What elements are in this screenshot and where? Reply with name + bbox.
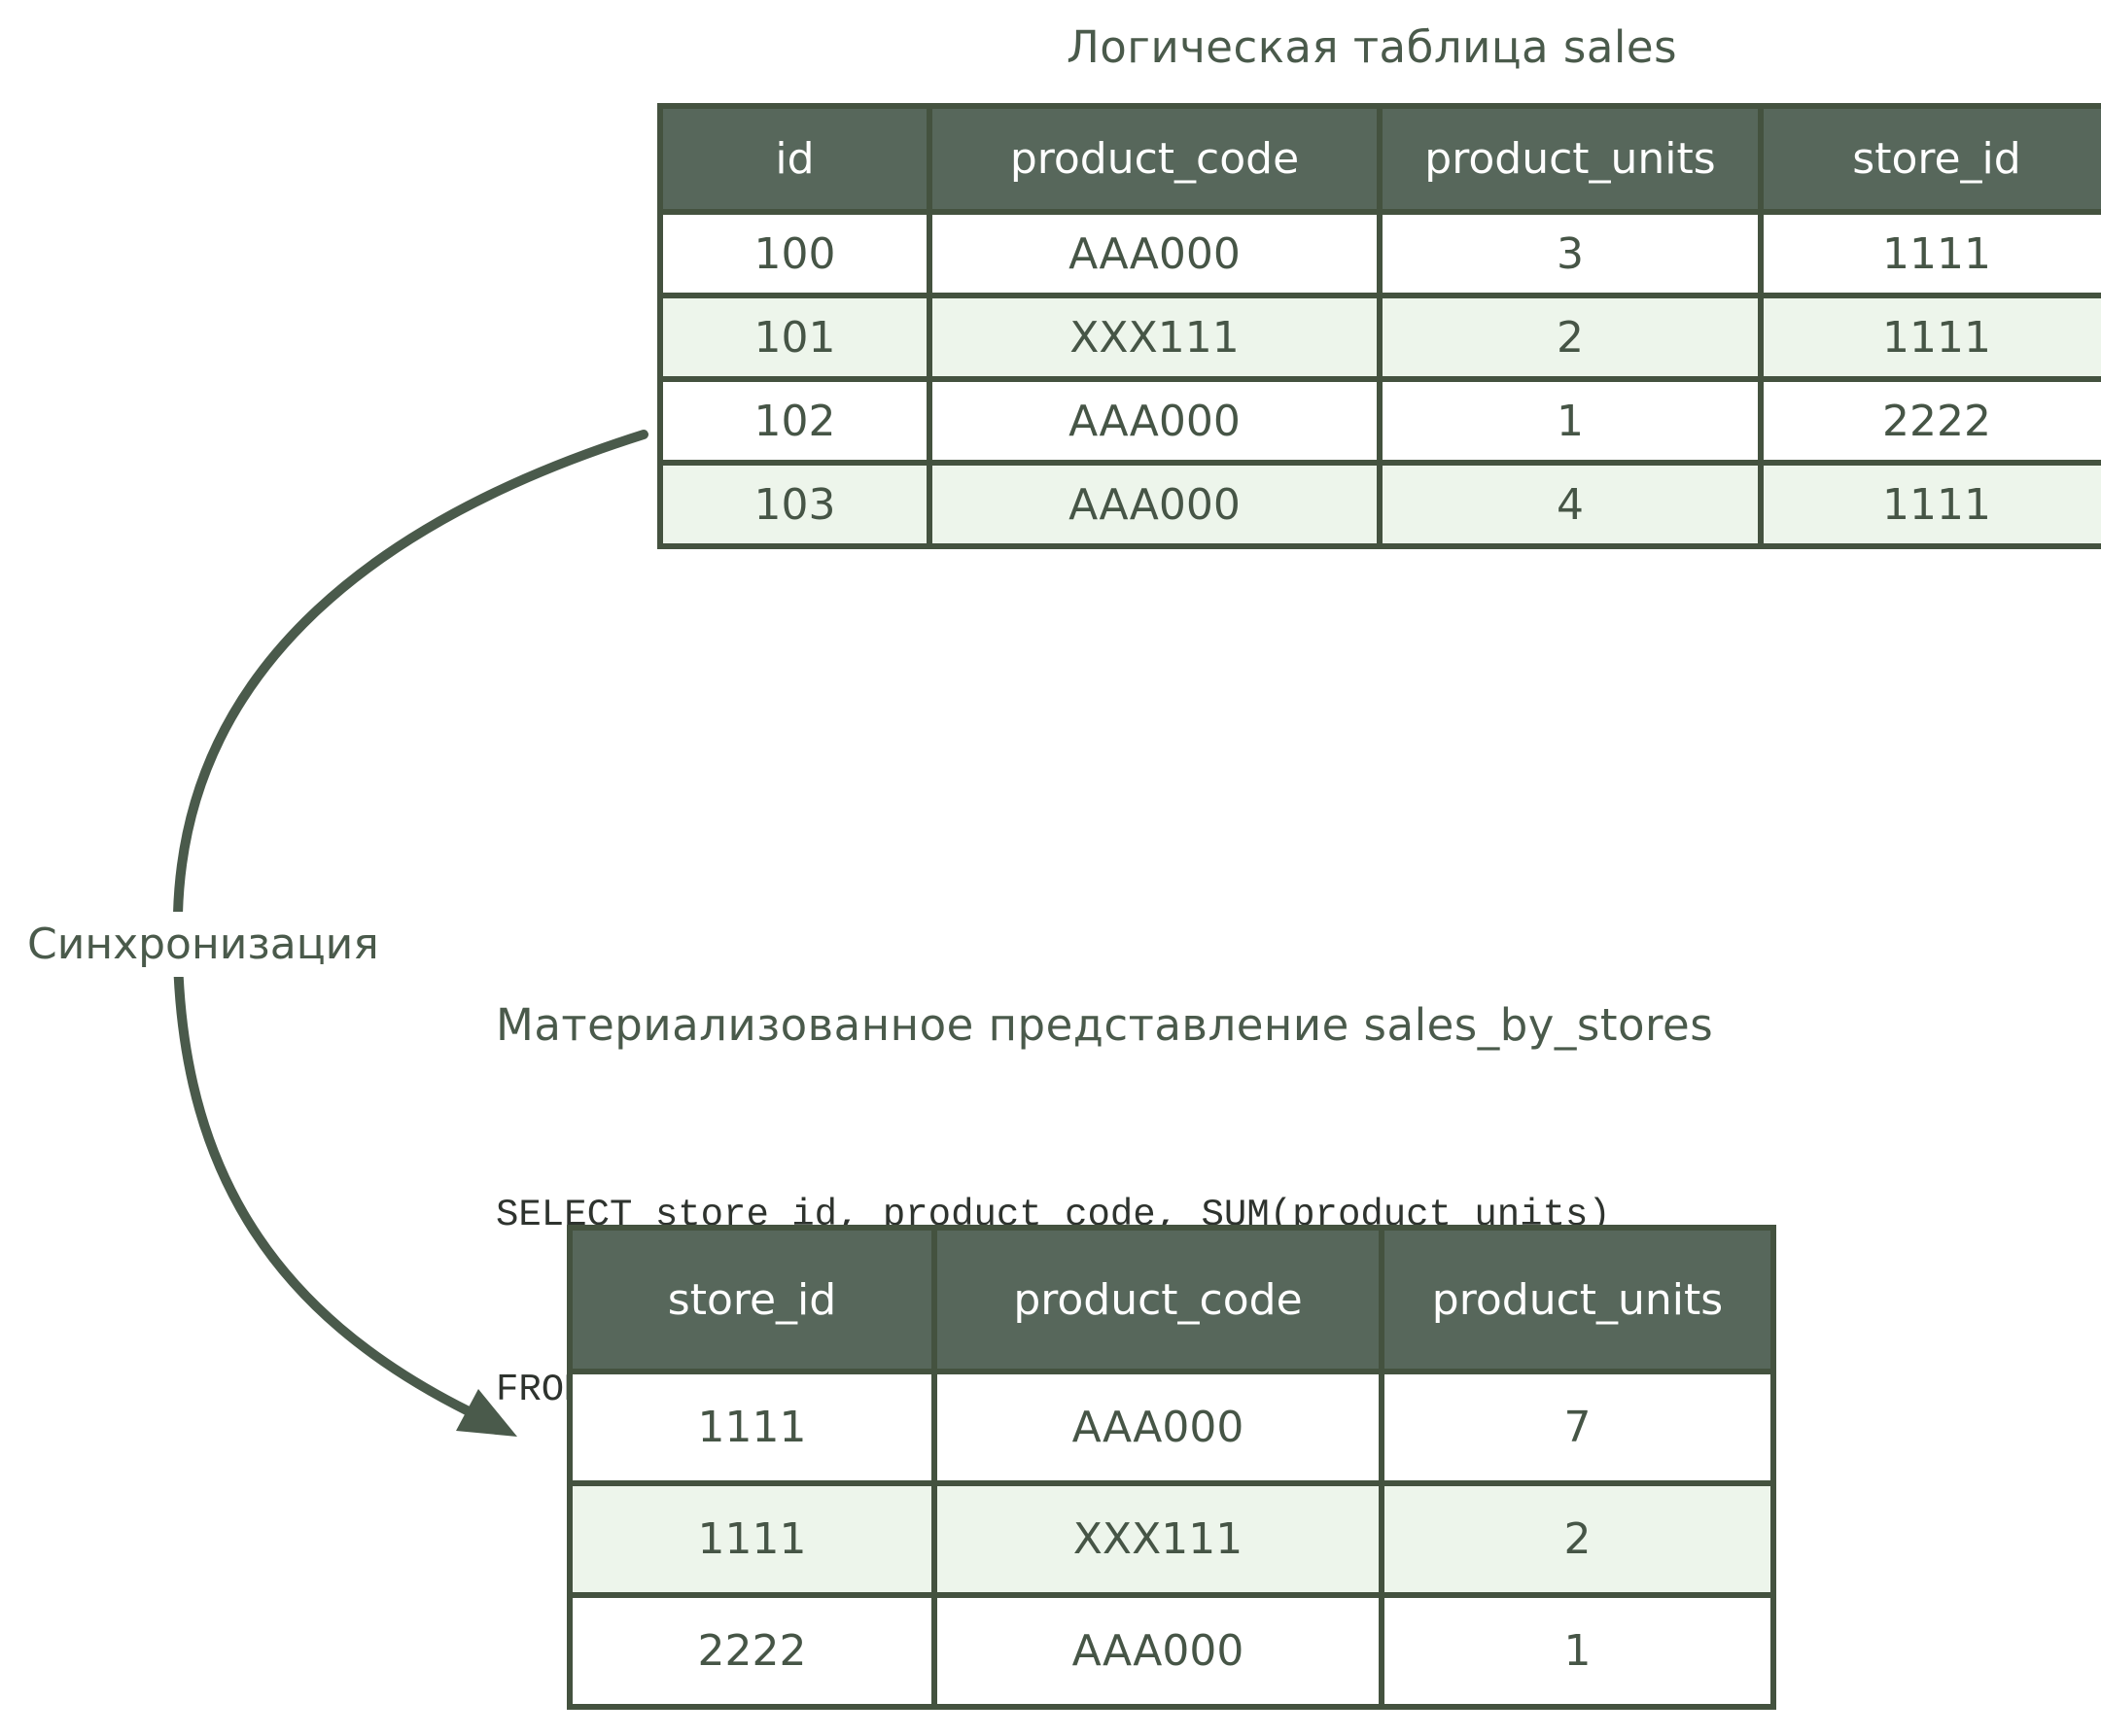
sync-label: Синхронизация: [18, 912, 389, 977]
column-header-product-code: product_code: [927, 103, 1383, 215]
cell-product-code: AAA000: [927, 376, 1383, 466]
cell-product-code: XXX111: [927, 293, 1383, 382]
column-header-product-code: product_code: [931, 1225, 1384, 1374]
logical-table: id product_code product_units store_id 1…: [657, 103, 2101, 549]
cell-store-id: 2222: [1758, 376, 2101, 466]
cell-product-units: 1: [1377, 376, 1764, 466]
table-row: 102 AAA000 1 2222: [657, 376, 2101, 466]
cell-product-units: 4: [1377, 460, 1764, 549]
column-header-id: id: [657, 103, 932, 215]
table-row: 101 XXX111 2 1111: [657, 293, 2101, 382]
cell-store-id: 1111: [567, 1480, 937, 1598]
cell-id: 100: [657, 209, 932, 298]
logical-table-title: Логическая таблица sales: [1066, 21, 1678, 73]
cell-product-code: AAA000: [931, 1592, 1384, 1710]
cell-product-units: 1: [1379, 1592, 1776, 1710]
cell-store-id: 2222: [567, 1592, 937, 1710]
mv-table-header-row: store_id product_code product_units: [567, 1225, 1776, 1374]
materialized-view-title: Материализованное представление sales_by…: [496, 999, 1714, 1051]
cell-product-units: 7: [1379, 1369, 1776, 1486]
cell-id: 103: [657, 460, 932, 549]
cell-store-id: 1111: [1758, 209, 2101, 298]
table-row: 103 AAA000 4 1111: [657, 460, 2101, 549]
cell-id: 101: [657, 293, 932, 382]
column-header-product-units: product_units: [1377, 103, 1764, 215]
column-header-store-id: store_id: [1758, 103, 2101, 215]
column-header-product-units: product_units: [1379, 1225, 1776, 1374]
cell-product-units: 2: [1379, 1480, 1776, 1598]
cell-store-id: 1111: [1758, 293, 2101, 382]
table-row: 100 AAA000 3 1111: [657, 209, 2101, 298]
cell-store-id: 1111: [1758, 460, 2101, 549]
cell-product-code: AAA000: [931, 1369, 1384, 1486]
table-row: 2222 AAA000 1: [567, 1592, 1776, 1710]
cell-product-units: 2: [1377, 293, 1764, 382]
table-row: 1111 XXX111 2: [567, 1480, 1776, 1598]
cell-id: 102: [657, 376, 932, 466]
materialized-view-table: store_id product_code product_units 1111…: [567, 1225, 1776, 1710]
cell-product-units: 3: [1377, 209, 1764, 298]
logical-table-header-row: id product_code product_units store_id: [657, 103, 2101, 215]
cell-product-code: AAA000: [927, 460, 1383, 549]
cell-product-code: XXX111: [931, 1480, 1384, 1598]
column-header-store-id: store_id: [567, 1225, 937, 1374]
cell-product-code: AAA000: [927, 209, 1383, 298]
cell-store-id: 1111: [567, 1369, 937, 1486]
table-row: 1111 AAA000 7: [567, 1369, 1776, 1486]
